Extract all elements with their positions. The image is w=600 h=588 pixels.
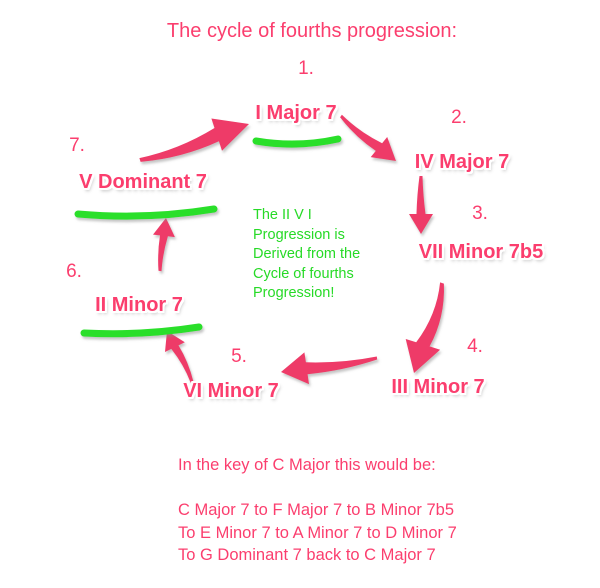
arrow-iv-to-vii-icon [409, 176, 433, 234]
arrow-vi-to-ii-icon [165, 331, 194, 383]
key-example-line: To G Dominant 7 back to C Major 7 [178, 546, 436, 564]
arrow-ii-to-v-icon [153, 218, 175, 272]
chord-label-vii-minor-7b5: VII Minor 7b5 [418, 241, 544, 263]
page-title: The cycle of fourths progression: [166, 20, 458, 42]
center-note: The II V I Progression is Derived from t… [253, 206, 360, 304]
arrow-iii-to-vi-icon [281, 352, 378, 385]
center-note-line: Progression! [253, 285, 335, 301]
chord-label-v-dominant-7: V Dominant 7 [79, 171, 207, 193]
marker-underline-i-major-icon [252, 135, 342, 148]
step-number-3: 3. [472, 203, 488, 224]
step-number-6: 6. [66, 261, 82, 282]
marker-underline-ii-minor-icon [80, 323, 203, 338]
marker-underline-v-dominant-icon [74, 205, 218, 220]
step-number-4: 4. [467, 336, 483, 357]
chord-label-ii-minor-7: II Minor 7 [95, 294, 183, 316]
step-number-7: 7. [69, 135, 85, 156]
key-example-lines: C Major 7 to F Major 7 to B Minor 7b5 To… [178, 499, 457, 567]
key-example-line: C Major 7 to F Major 7 to B Minor 7b5 [178, 501, 455, 519]
arrow-i-to-iv-icon [340, 114, 396, 161]
step-number-1: 1. [298, 58, 314, 79]
key-example-heading: In the key of C Major this would be: [178, 456, 436, 474]
center-note-line: Cycle of fourths [253, 265, 354, 282]
center-note-line: Progression is [253, 226, 345, 243]
arrow-vii-to-iii-icon [405, 282, 445, 373]
center-note-line: The II V I [253, 207, 312, 223]
chord-label-iii-minor-7: III Minor 7 [391, 376, 485, 398]
key-example-line: To E Minor 7 to A Minor 7 to D Minor 7 [178, 523, 457, 542]
center-note-line: Derived from the [253, 246, 361, 262]
arrow-v-to-i-icon [139, 118, 249, 162]
chord-label-i-major-7: I Major 7 [255, 102, 337, 124]
step-number-2: 2. [451, 107, 467, 128]
chord-label-vi-minor-7: VI Minor 7 [183, 380, 279, 402]
chord-label-iv-major-7: IV Major 7 [414, 151, 510, 173]
step-number-5: 5. [231, 346, 247, 367]
